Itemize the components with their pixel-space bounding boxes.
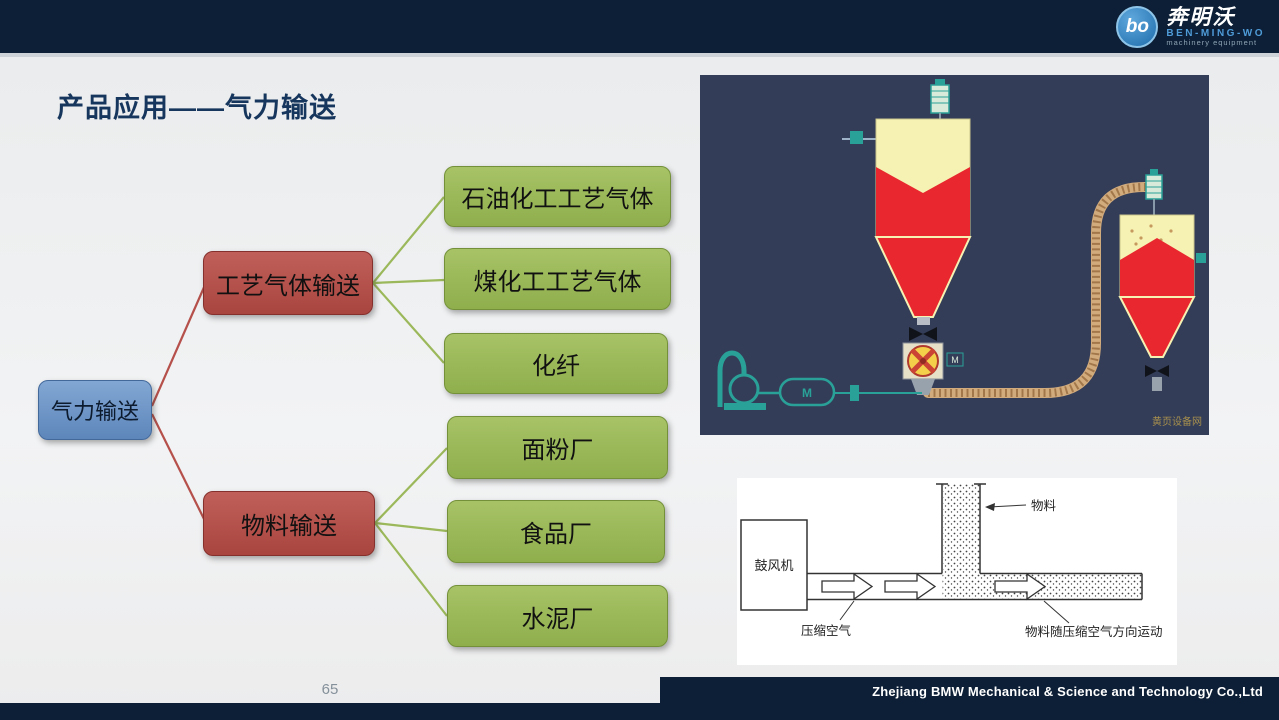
footer-band: Zhejiang BMW Mechanical & Science and Te… xyxy=(660,677,1279,720)
flow-leaf-cement-plant: 水泥厂 xyxy=(447,585,668,647)
flow-node-process-gas: 工艺气体输送 xyxy=(203,251,373,315)
air-flow-arrows xyxy=(821,572,1047,601)
logo-english-name: BEN-MING-WO xyxy=(1166,27,1265,39)
material-pipe xyxy=(936,483,986,574)
schematic-labels: 物料 压缩空气 物料随压缩空气方向运动 xyxy=(801,499,1163,639)
pneumatic-system-image: M M xyxy=(700,75,1209,435)
page-title: 产品应用——气力输送 xyxy=(57,93,337,123)
flow-node-material: 物料输送 xyxy=(203,491,375,556)
conveying-schematic-image: 鼓风机 xyxy=(737,478,1177,665)
company-logo: bo 奔明沃 BEN-MING-WO machinery equipment xyxy=(1116,6,1265,48)
blower-unit: M xyxy=(717,350,922,410)
blower-label: 鼓风机 xyxy=(754,558,793,573)
page-number: 65 xyxy=(321,681,339,698)
flow-leaf-chemical-fiber: 化纤 xyxy=(444,333,668,394)
feeder-motor-label: M xyxy=(951,355,959,365)
conveying-pipe xyxy=(923,182,1157,398)
logo-chinese-name: 奔明沃 xyxy=(1166,5,1236,29)
image-watermark: 黄页设备网 xyxy=(1152,415,1202,428)
flow-direction-note: 物料随压缩空气方向运动 xyxy=(1025,624,1163,639)
compressed-air-label: 压缩空气 xyxy=(801,623,852,638)
top-bar: bo 奔明沃 BEN-MING-WO machinery equipment xyxy=(0,0,1279,57)
tank-motor-label: M xyxy=(802,386,812,400)
flow-leaf-petrochemical-gas: 石油化工工艺气体 xyxy=(444,166,671,227)
flow-leaf-coal-chemical-gas: 煤化工工艺气体 xyxy=(444,248,671,310)
small-silo xyxy=(1118,169,1206,391)
air-duct xyxy=(807,572,1143,601)
logo-monogram-icon: bo xyxy=(1116,6,1159,48)
logo-tagline: machinery equipment xyxy=(1166,38,1258,48)
flow-leaf-flour-mill: 面粉厂 xyxy=(447,416,668,479)
flow-leaf-food-factory: 食品厂 xyxy=(447,500,665,563)
material-in-vertical-pipe xyxy=(943,484,980,574)
footer-company-name: Zhejiang BMW Mechanical & Science and Te… xyxy=(872,684,1263,699)
material-label: 物料 xyxy=(1031,499,1057,513)
flow-node-root: 气力输送 xyxy=(38,380,152,440)
blower-box: 鼓风机 xyxy=(740,519,808,611)
large-silo xyxy=(842,79,972,318)
logo-text-block: 奔明沃 BEN-MING-WO machinery equipment xyxy=(1166,5,1265,48)
rotary-feeder: M xyxy=(902,317,964,395)
